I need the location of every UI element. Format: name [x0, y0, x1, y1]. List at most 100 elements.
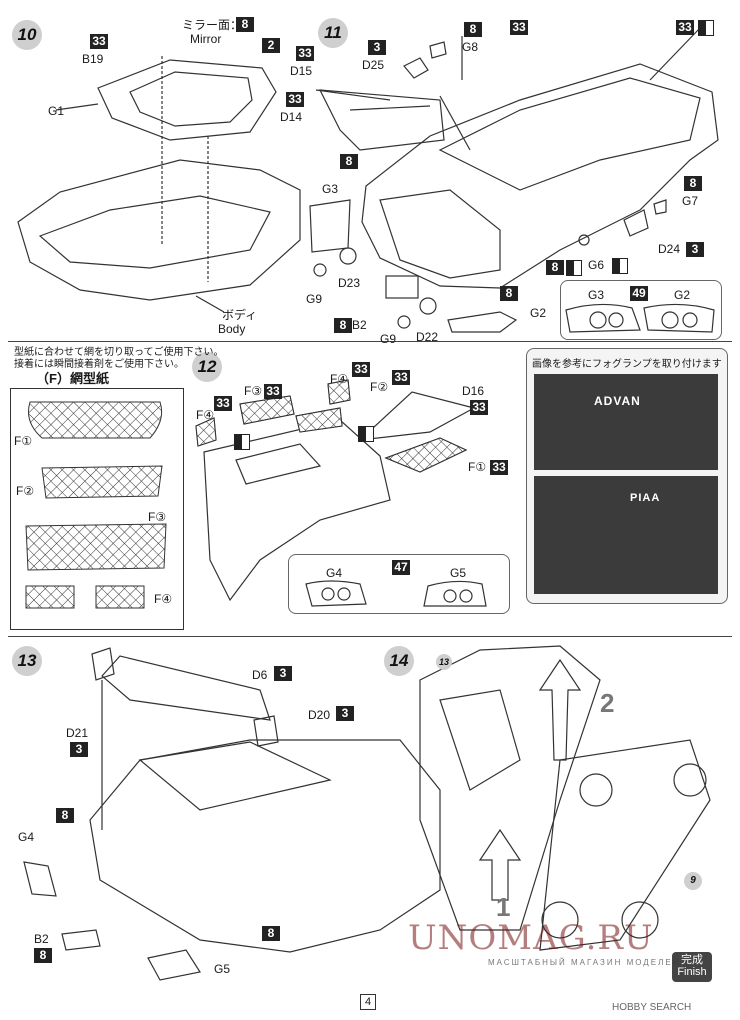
part-label-d23: D23: [338, 276, 361, 290]
paint-code: 3: [274, 666, 292, 681]
sheet-title: （F）網型紙: [36, 371, 109, 386]
part-label-g8: G8: [462, 40, 479, 54]
paint-code: 2: [262, 38, 280, 53]
section-divider: [8, 636, 732, 637]
part-label-g9: G9: [306, 292, 323, 306]
two-tone-mark: [358, 426, 374, 442]
car-body-rear: [89, 739, 441, 953]
paint-code: 8: [340, 154, 358, 169]
paint-code: 8: [236, 17, 254, 32]
taillight-inset-panel: [288, 554, 510, 614]
paint-code: 8: [262, 926, 280, 941]
paint-code: 33: [490, 460, 508, 475]
part-label-d14: D14: [280, 110, 303, 124]
paint-code: 3: [70, 742, 88, 757]
part-label-b2: B2: [352, 318, 367, 332]
section-divider: [8, 341, 732, 342]
paint-code: 8: [500, 286, 518, 301]
paint-code: 8: [34, 948, 52, 963]
paint-code: 8: [464, 22, 482, 37]
mirror-label-en: Mirror: [190, 32, 222, 46]
part-label-b2: B2: [34, 932, 49, 946]
paint-code: 33: [352, 362, 370, 377]
arrow-label-2: 2: [600, 688, 615, 718]
fog-lamp-photo-2: PIAA: [534, 476, 718, 594]
paint-code: 49: [630, 286, 648, 301]
inset-label-g2: G2: [674, 288, 691, 302]
template-label-f3: F③: [148, 510, 167, 524]
paint-code: 8: [546, 260, 564, 275]
finish-label-en: Finish: [677, 966, 707, 978]
part-label-d24: D24: [658, 242, 681, 256]
part-label-g3: G3: [322, 182, 339, 196]
source-credit: HOBBY SEARCH: [612, 1002, 692, 1013]
photo-brand-advan: ADVAN: [594, 394, 641, 408]
step-number-11: 11: [318, 18, 348, 48]
two-tone-mark: [234, 434, 250, 450]
finish-label-jp: 完成: [681, 954, 703, 966]
step-number-12: 12: [192, 352, 222, 382]
sheet-note-1: 型紙に合わせて網を切り取ってご使用下さい。: [14, 347, 224, 358]
part-label-g9: G9: [380, 332, 397, 346]
step-number-13: 13: [12, 646, 42, 676]
net-label-f3: F③: [244, 384, 263, 398]
part-label-d15: D15: [290, 64, 313, 78]
part-label-g1: G1: [48, 104, 65, 118]
part-label-d25: D25: [362, 58, 385, 72]
roof-part-g1: [97, 59, 277, 141]
paint-code: 33: [90, 34, 108, 49]
paint-code: 33: [214, 396, 232, 411]
arrow-label-1: 1: [496, 892, 511, 922]
sheet-note-2: 接着には瞬間接着剤をご使用下さい。: [14, 359, 184, 370]
part-label-g6: G6: [588, 258, 605, 272]
mirror-label-jp: ミラー面：: [182, 18, 243, 32]
step-number-10: 10: [12, 20, 42, 50]
watermark: UNOMAG.RU: [408, 918, 654, 958]
template-label-f2: F②: [16, 484, 35, 498]
paint-code: 47: [392, 560, 410, 575]
paint-code: 33: [676, 20, 694, 35]
paint-code: 33: [392, 370, 410, 385]
photo-brand-piaa: PIAA: [630, 492, 661, 504]
chassis: [539, 739, 711, 951]
inset-label-g4: G4: [326, 566, 343, 580]
template-label-f1: F①: [14, 434, 33, 448]
two-tone-mark: [566, 260, 582, 276]
net-label-f4: F④: [196, 408, 215, 422]
paint-code: 33: [296, 46, 314, 61]
part-label-g7: G7: [682, 194, 699, 208]
two-tone-mark: [612, 258, 628, 274]
two-tone-mark: [698, 20, 714, 36]
step-number-14: 14: [384, 646, 414, 676]
paint-code: 3: [336, 706, 354, 721]
part-label-d21: D21: [66, 726, 89, 740]
net-label-f1: F①: [468, 460, 487, 474]
car-body-front: [361, 63, 719, 289]
body-shell: [419, 645, 601, 931]
paint-code: 3: [686, 242, 704, 257]
paint-code: 33: [510, 20, 528, 35]
part-label-d6: D6: [252, 668, 268, 682]
watermark-subtitle: МАСШТАБНЫЙ МАГАЗИН МОДЕЛЕЙ: [488, 958, 681, 967]
paint-code: 8: [334, 318, 352, 333]
part-label-g2: G2: [530, 306, 547, 320]
part-label-b19: B19: [82, 52, 104, 66]
fog-lamp-photo-1: ADVAN: [534, 374, 718, 470]
part-label-d20: D20: [308, 708, 331, 722]
part-label-g5: G5: [214, 962, 231, 976]
reference-step-9: 9: [684, 872, 702, 890]
headlight-inset-panel: [560, 280, 722, 340]
paint-code: 33: [264, 384, 282, 399]
page-number: 4: [360, 994, 376, 1010]
front-bumper: [203, 419, 391, 602]
net-label-f4: F④: [330, 372, 349, 386]
part-label-g4: G4: [18, 830, 35, 844]
part-label-d16: D16: [462, 384, 485, 398]
inset-label-g5: G5: [450, 566, 467, 580]
paint-code: 3: [368, 40, 386, 55]
paint-code: 8: [56, 808, 74, 823]
finish-badge: 完成 Finish: [672, 952, 712, 982]
body-label-jp: ボディ: [222, 308, 258, 322]
net-label-f2: F②: [370, 380, 389, 394]
